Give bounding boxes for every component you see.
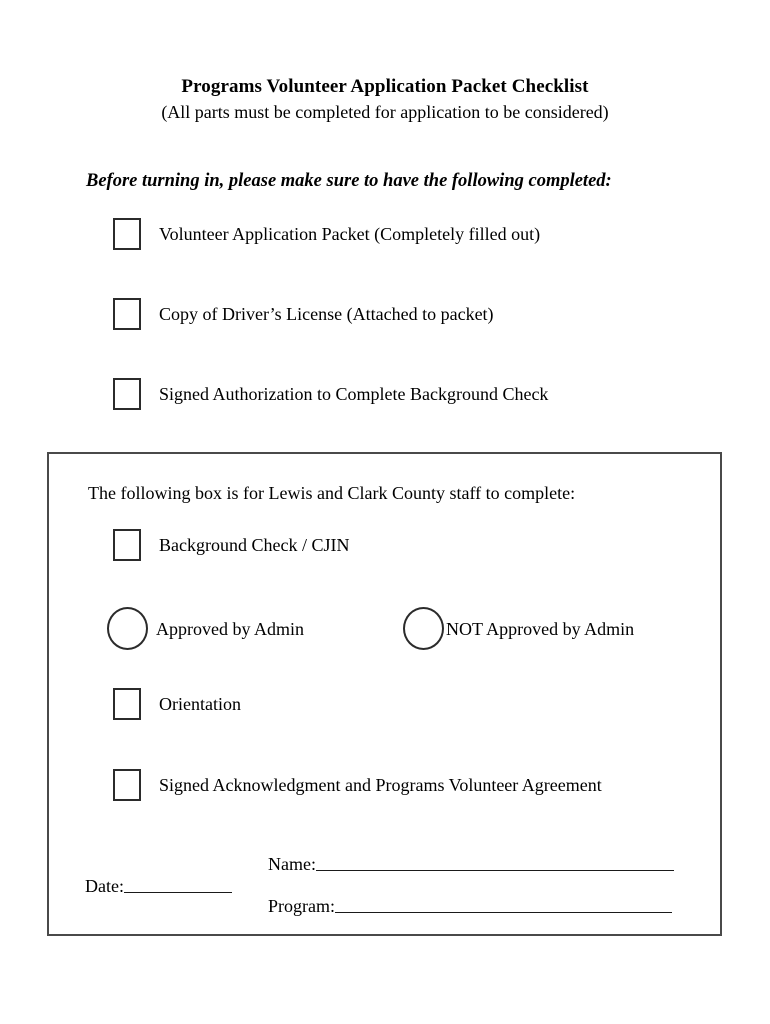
staff-item-label: NOT Approved by Admin: [446, 618, 635, 639]
staff-item-signed-acknowledgment[interactable]: Signed Acknowledgment and Programs Volun…: [113, 769, 602, 801]
checklist-item-label: Volunteer Application Packet (Completely…: [159, 224, 541, 244]
staff-section-box: [47, 452, 722, 936]
radio-circle-icon[interactable]: [403, 607, 444, 650]
page-title: Programs Volunteer Application Packet Ch…: [181, 76, 589, 97]
staff-item-label: Background Check / CJIN: [159, 535, 350, 555]
checkbox-icon[interactable]: [113, 218, 141, 250]
name-field[interactable]: Name:: [268, 855, 674, 873]
program-field[interactable]: Program:: [268, 897, 672, 915]
name-field-input[interactable]: [315, 869, 674, 871]
staff-item-label: Orientation: [159, 694, 241, 714]
checkbox-icon[interactable]: [113, 688, 141, 720]
radio-circle-icon[interactable]: [107, 607, 148, 650]
staff-section-instructions: The following box is for Lewis and Clark…: [88, 483, 576, 503]
page-subtitle: (All parts must be completed for applica…: [161, 102, 609, 122]
date-field[interactable]: Date:: [85, 877, 232, 895]
date-field-input[interactable]: [123, 891, 232, 893]
staff-item-label: Signed Acknowledgment and Programs Volun…: [159, 775, 602, 795]
checklist-item-label: Copy of Driver’s License (Attached to pa…: [159, 304, 494, 324]
applicant-instructions: Before turning in, please make sure to h…: [86, 171, 612, 191]
checklist-item-drivers-license-copy[interactable]: Copy of Driver’s License (Attached to pa…: [113, 298, 494, 330]
staff-item-approved-by-admin[interactable]: Approved by Admin: [107, 607, 304, 650]
staff-item-background-check-cjin[interactable]: Background Check / CJIN: [113, 529, 349, 561]
date-field-label: Date:: [85, 876, 124, 896]
checkbox-icon[interactable]: [113, 769, 141, 801]
checklist-item-volunteer-application-packet[interactable]: Volunteer Application Packet (Completely…: [113, 218, 540, 250]
checkbox-icon[interactable]: [113, 298, 141, 330]
checkbox-icon[interactable]: [113, 529, 141, 561]
program-field-input[interactable]: [335, 911, 672, 913]
staff-item-orientation[interactable]: Orientation: [113, 688, 241, 720]
name-field-label: Name:: [268, 854, 316, 874]
staff-item-label: Approved by Admin: [156, 618, 304, 639]
checkbox-icon[interactable]: [113, 378, 141, 410]
staff-item-not-approved-by-admin[interactable]: NOT Approved by Admin: [403, 607, 634, 650]
checklist-item-background-check-authorization[interactable]: Signed Authorization to Complete Backgro…: [113, 378, 548, 410]
program-field-label: Program:: [268, 896, 335, 916]
checklist-item-label: Signed Authorization to Complete Backgro…: [159, 384, 549, 404]
